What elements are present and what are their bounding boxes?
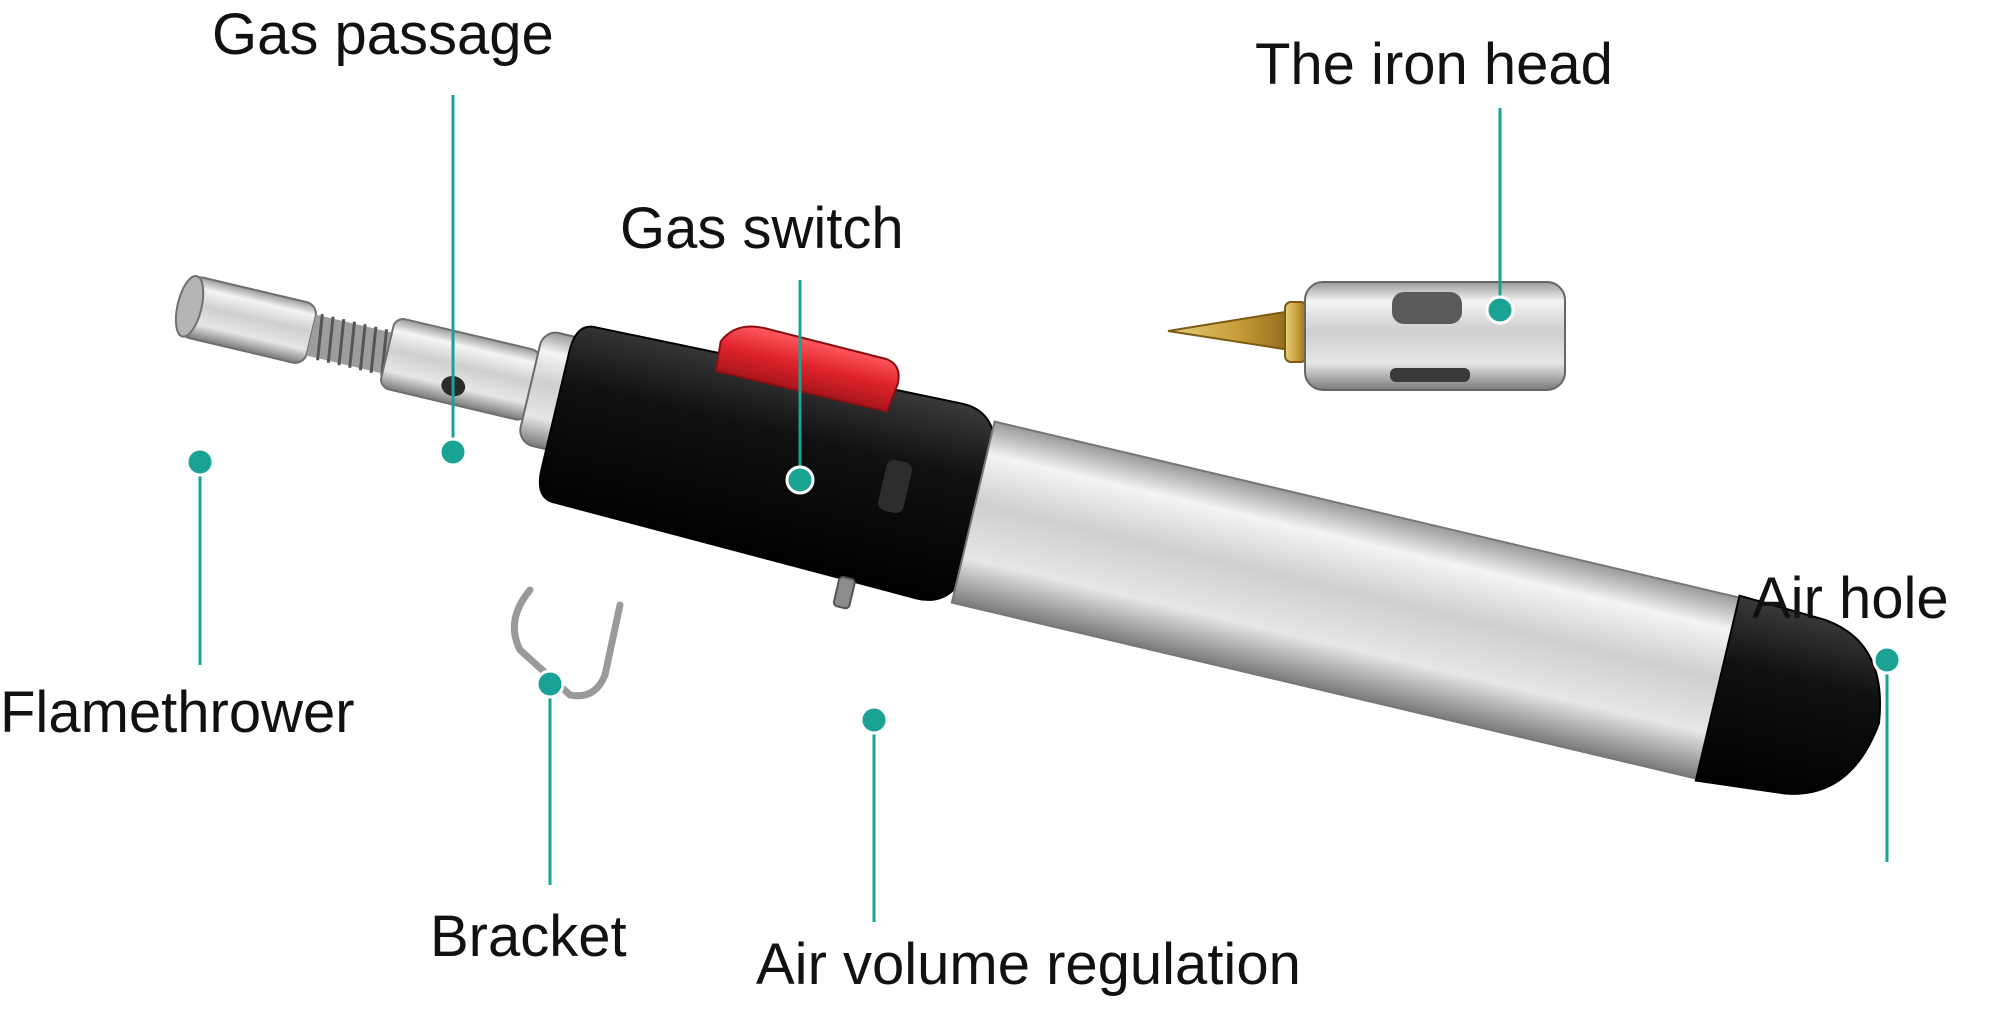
leader-air-hole-dot xyxy=(1872,645,1902,675)
label-air-volume-regulation: Air volume regulation xyxy=(756,932,1301,997)
leader-gas-passage-dot xyxy=(438,437,468,467)
silver-barrel xyxy=(950,420,1746,781)
iron-head-tip xyxy=(1167,310,1292,352)
torch-body xyxy=(174,275,1881,795)
leader-air-volume-regulation-dot xyxy=(859,705,889,735)
leader-bracket-dot xyxy=(535,669,565,699)
nozzle-opening xyxy=(174,275,205,338)
spring-coil xyxy=(306,313,394,376)
grip-slot xyxy=(878,459,913,514)
end-cap xyxy=(1694,594,1881,795)
leader-lines xyxy=(185,95,1902,922)
label-gas-passage: Gas passage xyxy=(212,2,554,67)
leader-gas-switch-dot xyxy=(785,465,815,495)
gas-switch-lever xyxy=(714,325,900,413)
air-volume-lever xyxy=(832,575,856,610)
iron-head-mesh xyxy=(1392,292,1462,324)
label-flamethrower: Flamethrower xyxy=(0,680,355,745)
gas-passage-tube xyxy=(380,318,541,421)
leader-iron-head-dot xyxy=(1485,295,1515,325)
label-air-hole: Air hole xyxy=(1752,566,1949,631)
label-gas-switch: Gas switch xyxy=(620,196,904,261)
label-bracket: Bracket xyxy=(430,904,627,969)
iron-head-collar xyxy=(1284,301,1308,363)
iron-head-slot xyxy=(1390,368,1470,382)
bracket-wire xyxy=(510,586,624,700)
label-iron-head: The iron head xyxy=(1255,32,1613,97)
leader-flamethrower-dot xyxy=(185,447,215,477)
